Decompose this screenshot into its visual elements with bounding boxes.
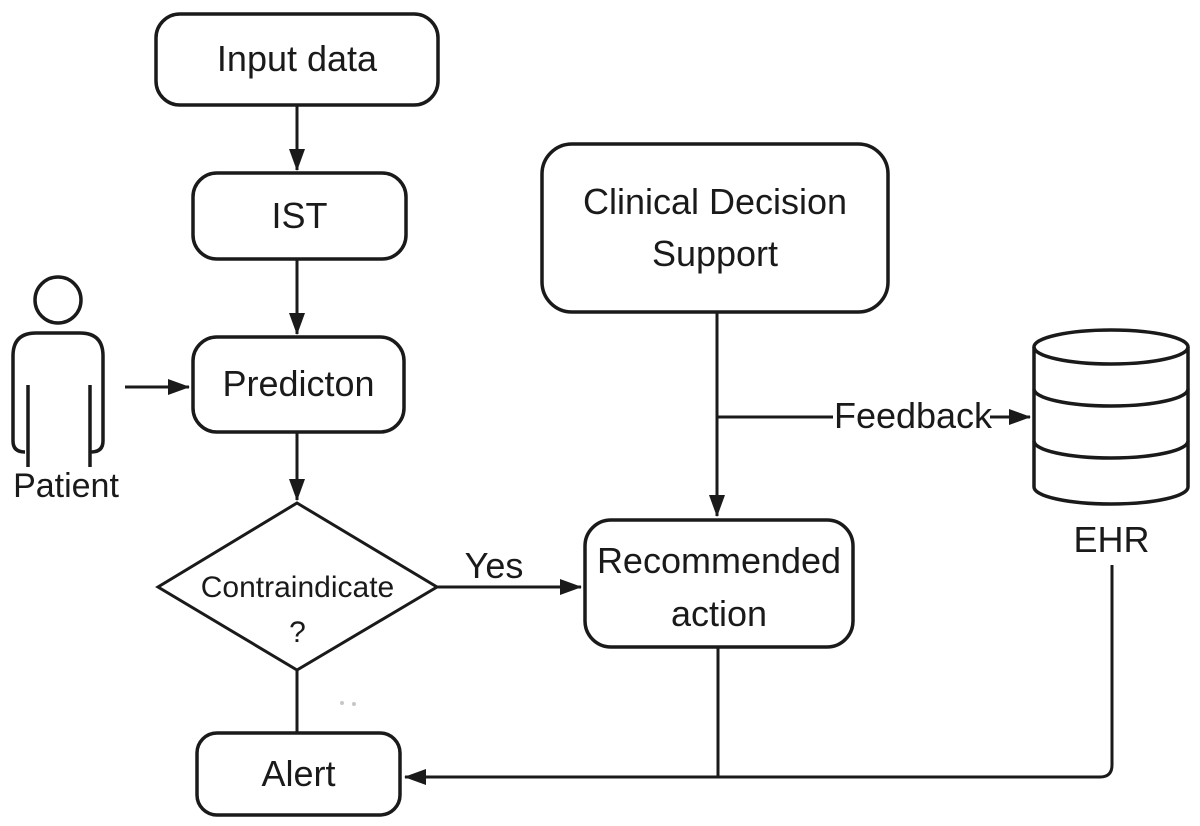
- person-icon: [11, 275, 105, 467]
- database-icon: [1032, 328, 1190, 506]
- node-clinical-decision-support-shape: [540, 142, 890, 314]
- node-ist-shape: [191, 171, 408, 261]
- node-input-data-shape: [154, 12, 440, 107]
- artifact-dots: [340, 701, 356, 706]
- edge-ehr-to-alert: [404, 565, 1114, 785]
- node-recommended-action-shape: [583, 518, 855, 649]
- node-prediction-shape: [191, 335, 406, 434]
- node-alert-shape: [195, 731, 402, 817]
- decision-contraindicate-shape: [155, 501, 440, 672]
